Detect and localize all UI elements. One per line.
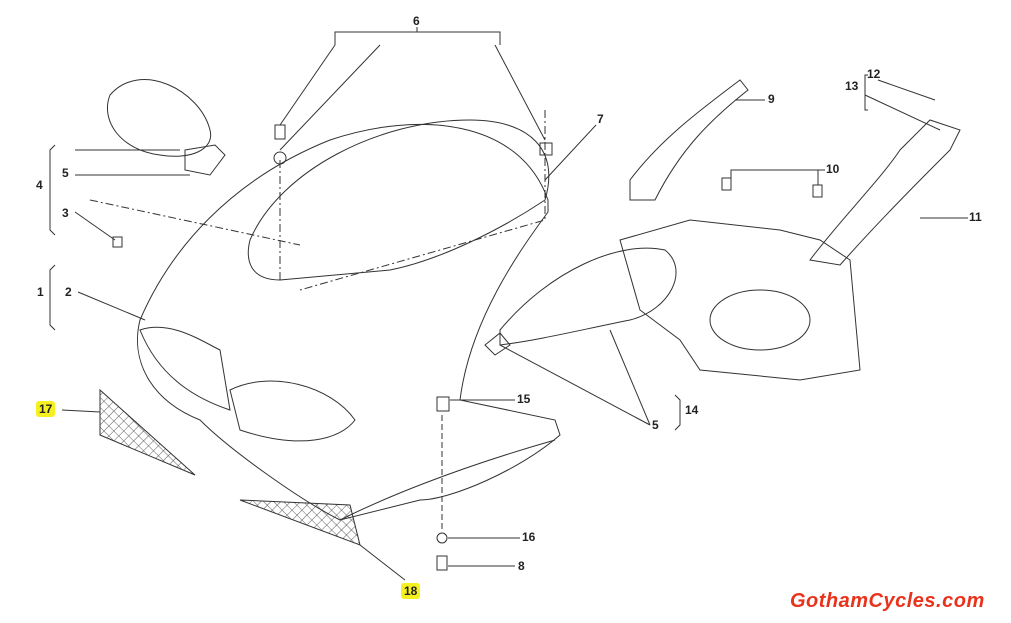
callout-13[interactable]: 13	[845, 79, 859, 93]
callout-14[interactable]: 14	[685, 403, 699, 417]
inner-bracket	[619, 219, 861, 381]
nut-icon	[539, 142, 553, 156]
callout-1[interactable]: 1	[37, 285, 44, 299]
support-arm	[809, 119, 961, 266]
callout-8[interactable]: 8	[518, 559, 525, 573]
left-mirror	[106, 79, 212, 157]
callout-11[interactable]: 11	[969, 210, 982, 224]
side-bracket	[629, 79, 749, 201]
callout-5-right[interactable]: 5	[652, 418, 659, 432]
callout-16[interactable]: 16	[522, 530, 536, 544]
callout-6[interactable]: 6	[413, 14, 420, 28]
callout-9[interactable]: 9	[768, 92, 775, 106]
upper-fairing	[137, 124, 561, 521]
callout-12[interactable]: 12	[867, 67, 881, 81]
right-mirror	[499, 247, 677, 346]
mesh-18	[239, 499, 361, 546]
callout-15[interactable]: 15	[517, 392, 531, 406]
callout-7[interactable]: 7	[597, 112, 604, 126]
callout-17[interactable]: 17	[36, 401, 56, 417]
callout-4[interactable]: 4	[36, 178, 43, 192]
grommet-icon	[436, 396, 450, 412]
screw-8-icon	[436, 555, 448, 571]
screw-icon	[274, 124, 286, 140]
callout-18[interactable]: 18	[401, 583, 421, 599]
watermark: GothamCycles.com	[790, 590, 985, 612]
callout-3[interactable]: 3	[62, 206, 69, 220]
callout-5-mirror[interactable]: 5	[62, 166, 69, 180]
washer-16-icon	[436, 532, 448, 544]
callout-2[interactable]: 2	[65, 285, 72, 299]
mesh-17	[99, 388, 196, 476]
callout-10[interactable]: 10	[826, 162, 840, 176]
windscreen	[247, 119, 550, 281]
